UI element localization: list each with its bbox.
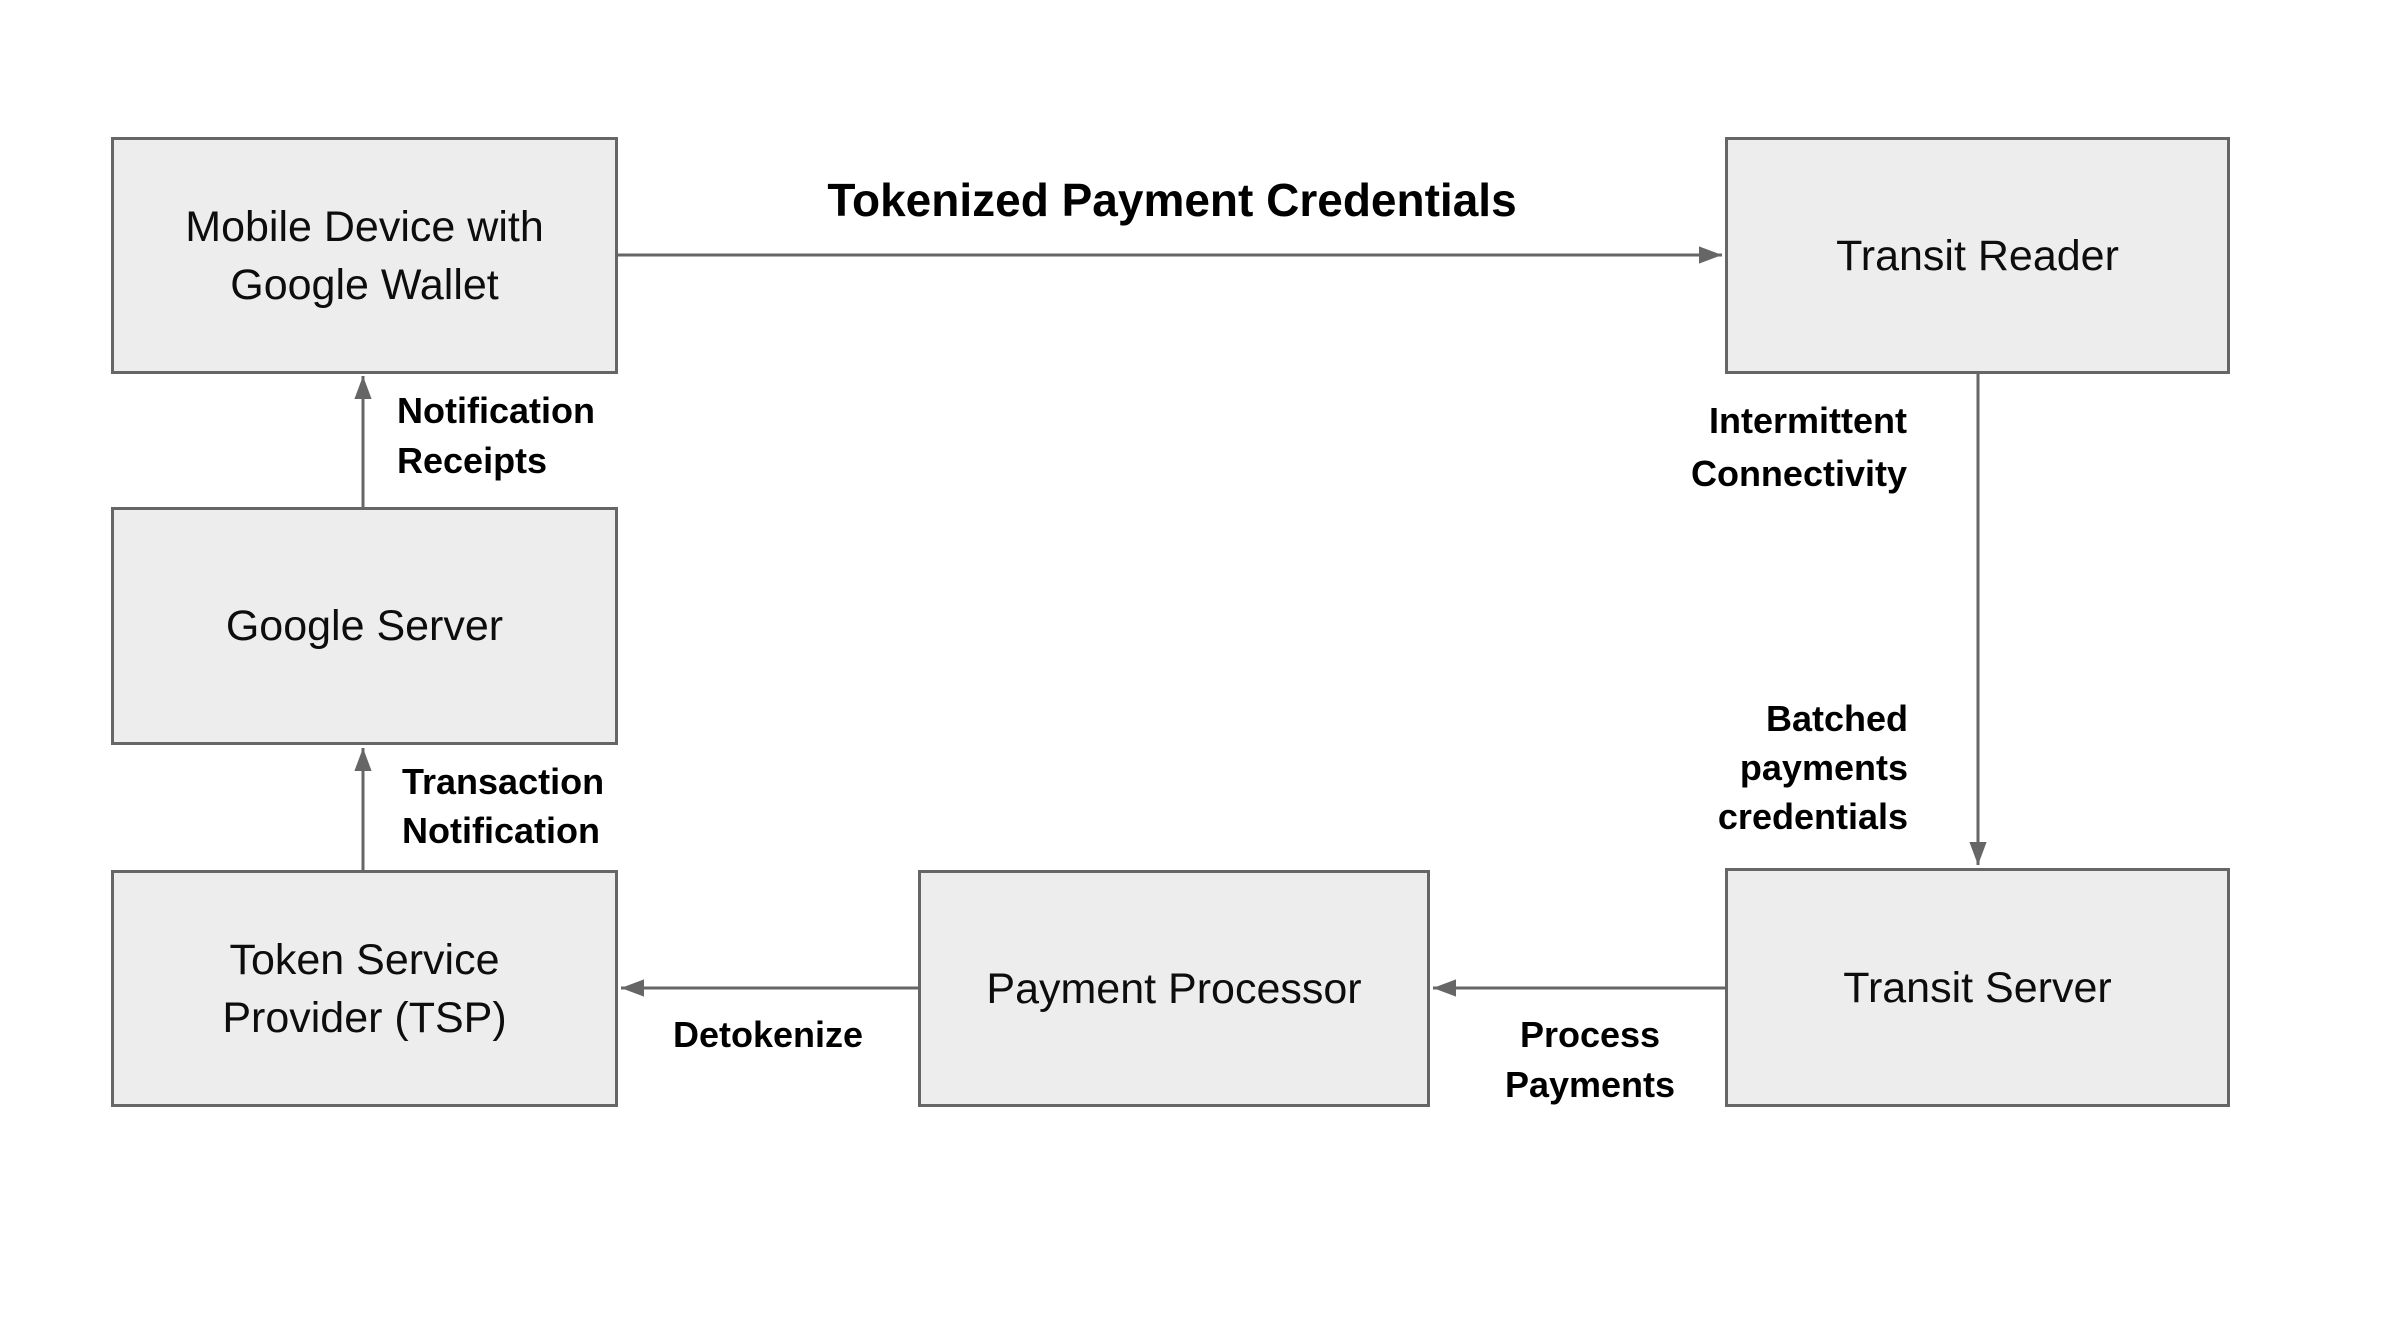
edge-label-process-payments: Process Payments	[1504, 1014, 1676, 1105]
edge-label-transaction-notification: Transaction Notification	[402, 761, 605, 851]
edge-label-notification-receipts: Notification Receipts	[397, 390, 595, 481]
node-label-line: Google Wallet	[230, 260, 499, 309]
edge-label-detokenize: Detokenize	[672, 1014, 864, 1055]
edge-label-batched-payments-credentials: Batched payments credentials	[1717, 698, 1908, 837]
node-transit-reader: Transit Reader	[1725, 137, 2230, 374]
node-mobile-device-google-wallet: Mobile Device with Google Wallet	[111, 137, 618, 374]
node-transit-server: Transit Server	[1725, 868, 2230, 1107]
node-payment-processor: Payment Processor	[918, 870, 1430, 1107]
edge-label-intermittent-connectivity: Intermittent Connectivity	[1690, 400, 1907, 494]
node-label-line: Transit Reader	[1836, 231, 2119, 280]
node-label-line: Token Service	[229, 935, 500, 984]
node-token-service-provider: Token Service Provider (TSP)	[111, 870, 618, 1107]
node-label-line: Provider (TSP)	[222, 993, 507, 1042]
node-label-line: Transit Server	[1843, 963, 2112, 1012]
node-label-line: Mobile Device with	[185, 202, 544, 251]
edge-label-tokenized-payment-credentials: Tokenized Payment Credentials	[827, 174, 1517, 226]
node-label-line: Payment Processor	[986, 964, 1362, 1013]
node-label-line: Google Server	[225, 602, 504, 650]
node-google-server: Google Server	[111, 507, 618, 745]
